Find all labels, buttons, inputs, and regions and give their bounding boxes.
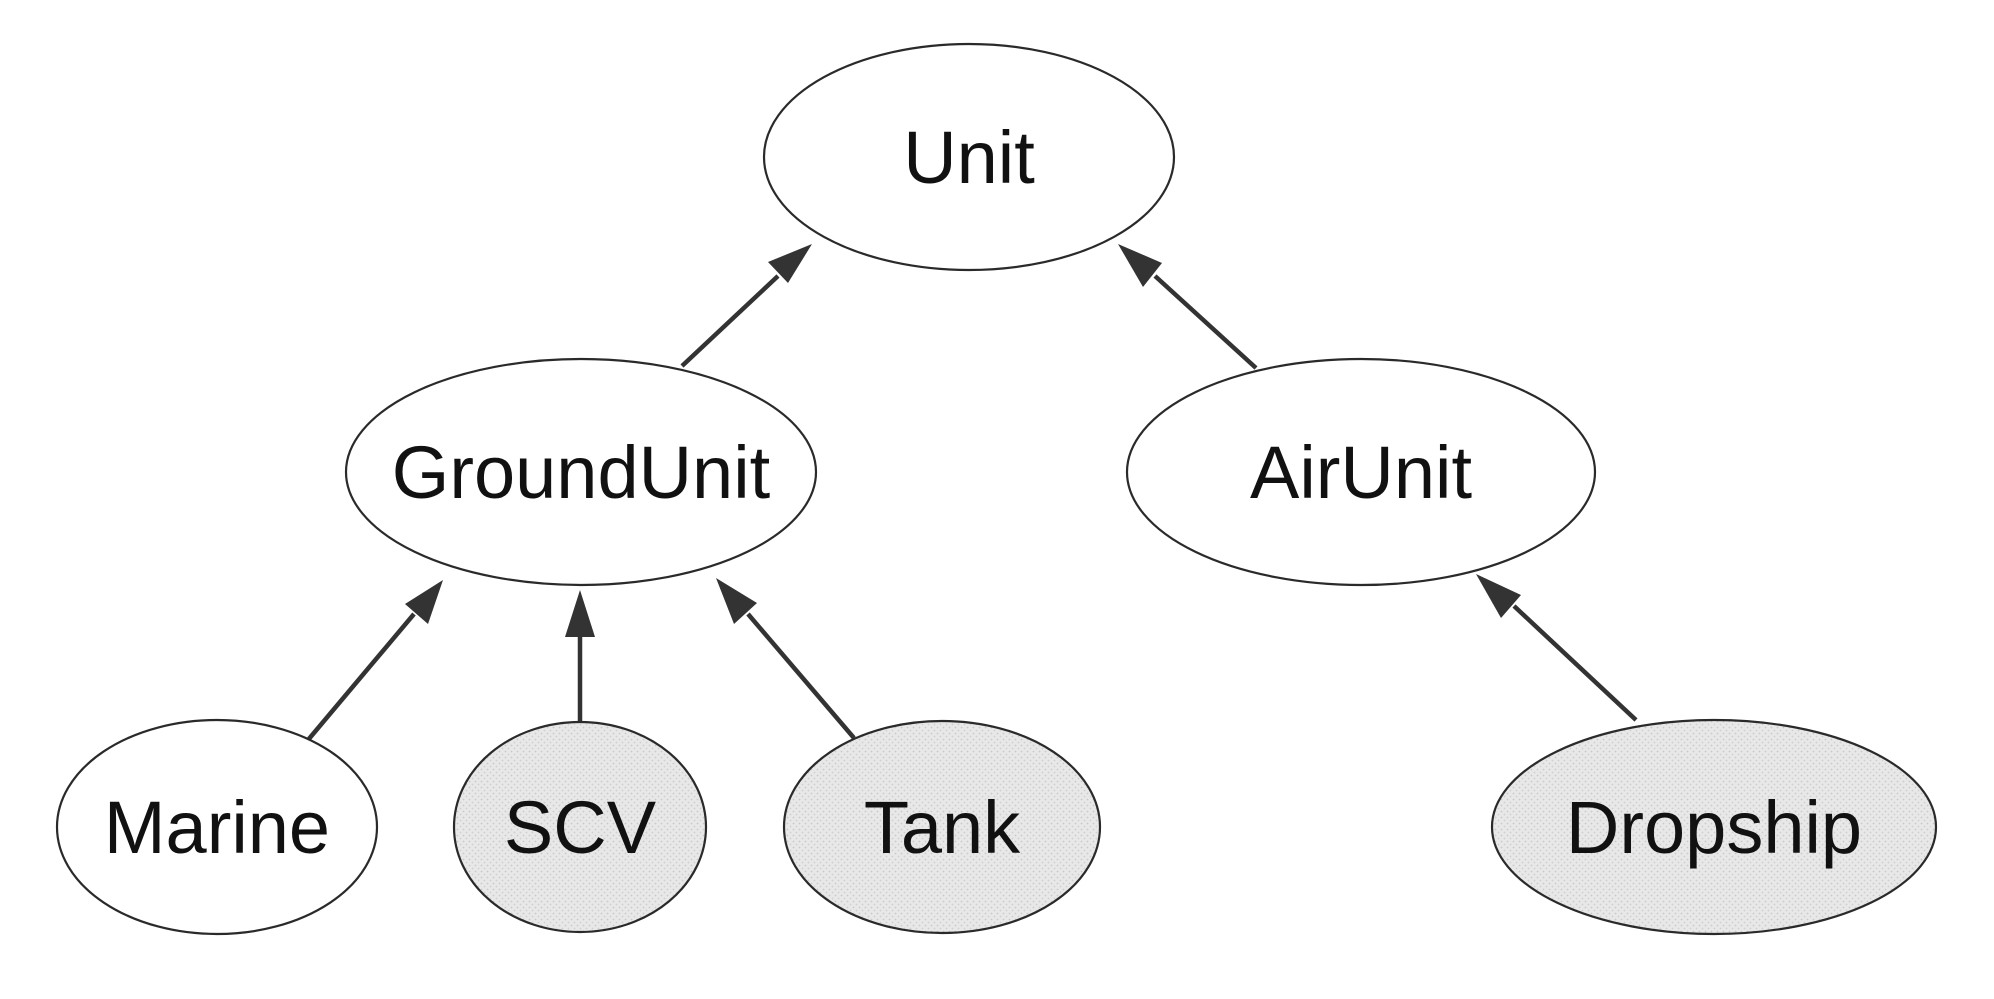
node-scv: SCV (452, 720, 708, 934)
edge-scv-to-groundunit (565, 590, 595, 722)
node-scv-label: SCV (504, 786, 657, 869)
edge-airunit-to-unit (1118, 244, 1258, 370)
node-dropship: Dropship (1490, 718, 1938, 936)
node-marine-label: Marine (104, 786, 330, 869)
node-marine: Marine (55, 718, 379, 936)
node-groundunit-label: GroundUnit (392, 431, 771, 514)
edge-groundunit-to-unit (680, 244, 812, 368)
node-unit-label: Unit (903, 116, 1035, 199)
node-unit-shape (762, 42, 1176, 272)
node-groundunit-shape (344, 357, 818, 587)
node-marine-shape (55, 718, 379, 936)
node-dropship-shape (1490, 718, 1938, 936)
edge-dropship-to-airunit (1476, 574, 1638, 722)
node-airunit: AirUnit (1125, 357, 1597, 587)
node-airunit-label: AirUnit (1250, 431, 1472, 514)
node-airunit-shape (1125, 357, 1597, 587)
node-groundunit: GroundUnit (344, 357, 818, 587)
edge-marine-to-groundunit (306, 580, 443, 742)
edge-tank-to-groundunit (716, 578, 856, 740)
node-scv-shape (452, 720, 708, 934)
node-unit: Unit (762, 42, 1176, 272)
node-tank: Tank (782, 719, 1102, 935)
node-dropship-label: Dropship (1566, 786, 1862, 869)
node-tank-shape (782, 719, 1102, 935)
node-tank-label: Tank (864, 786, 1021, 869)
